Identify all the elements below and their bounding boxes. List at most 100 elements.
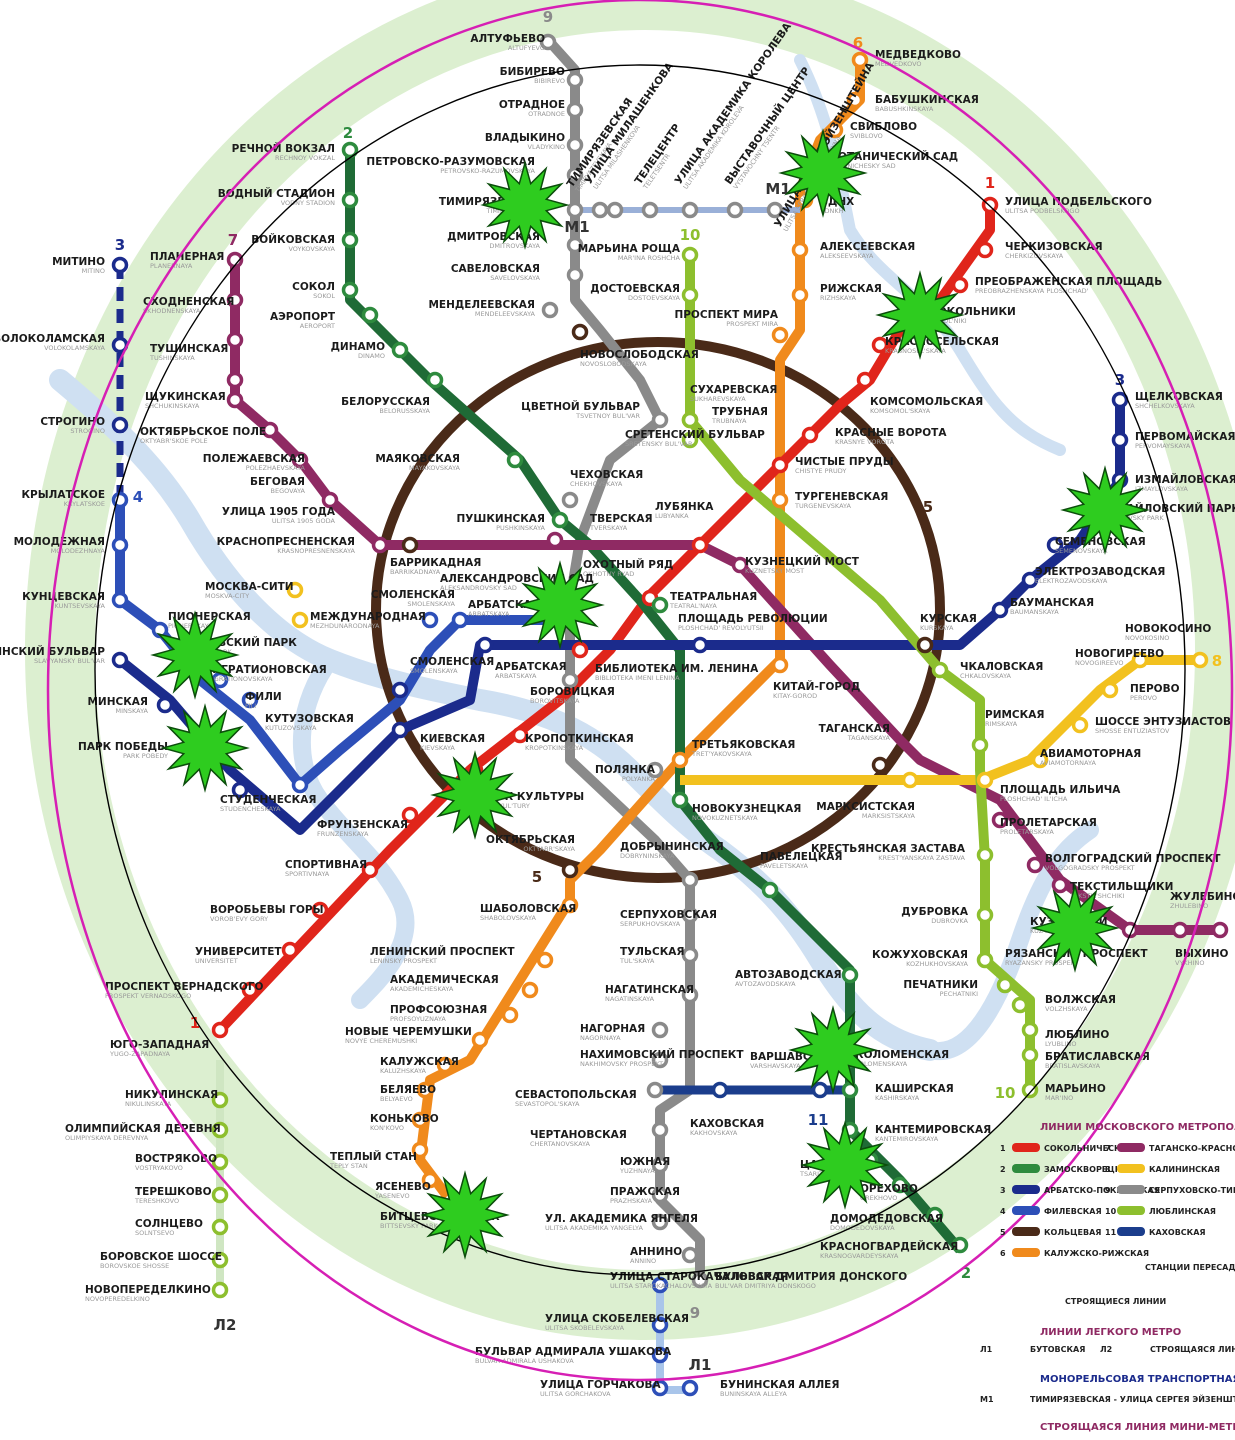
station-dot-baumanskaya (991, 601, 1009, 619)
station-sublabel-yuzhnaya: YUZHNAYA (619, 1167, 655, 1175)
station-sublabel-novokosino: NOVOKOSINO (1125, 634, 1169, 642)
station-label-park_pobedy: ПАРК ПОБЕДЫ (78, 741, 168, 753)
station-label-ploshchad_rev: ПЛОЩАДЬ РЕВОЛЮЦИИ (678, 613, 828, 625)
station-label-sviblovo: СВИБЛОВО (850, 121, 917, 133)
station-sublabel-nikulinskaya: NIKULINSKAYA (125, 1100, 172, 1108)
station-dot-starokachalovskaya (651, 1276, 669, 1294)
station-label-vostryakovo: ВОСТРЯКОВО (135, 1153, 217, 1165)
legend-swatch-9 (1117, 1185, 1145, 1194)
station-dot-tsvetnoy (651, 411, 669, 429)
station-dot-slavyansky (111, 651, 129, 669)
line-number-n4: 4 (133, 488, 143, 506)
station-label-dmitriya_donskogo: БУЛЬВАР ДМИТРИЯ ДОНСКОГО (715, 1271, 907, 1283)
station-sublabel-studencheskaya: STUDENCHESKAYA (220, 805, 281, 813)
station-label-krasnopresnenskaya: КРАСНОПРЕСНЕНСКАЯ (217, 536, 355, 548)
station-dot-borovskoe (211, 1251, 229, 1269)
station-sublabel-vorobyovy: VOROB'EVY GORY (210, 915, 268, 923)
station-label-savelovskaya: САВЕЛОВСКАЯ (451, 263, 540, 275)
station-sublabel-olimpiyskaya: OLIMPIYSKAYA DEREVNYA (65, 1134, 149, 1142)
station-label-arbatskaya2: АРБАТСКАЯ (495, 661, 567, 673)
station-sublabel-arbatskaya2: ARBATSKAYA (495, 672, 537, 680)
station-dot-krasnopresnenskaya (371, 536, 389, 554)
legend-l2-label: Л2 (1100, 1345, 1112, 1354)
legend-swatch-11 (1117, 1227, 1145, 1236)
station-label-dubrovka: ДУБРОВКА (901, 906, 969, 918)
station-dot-arbatskaya1 (451, 611, 469, 629)
station-dot-strogino (111, 416, 129, 434)
station-sublabel-nagornaya: NAGORNAYA (580, 1034, 621, 1042)
line-7 (230, 260, 1220, 935)
station-dot-dmitrovskaya (566, 236, 584, 254)
station-dot-volzhskaya (1011, 996, 1029, 1014)
station-dot-aeroport (361, 306, 379, 324)
station-sublabel-vodny: VODNY STADION (281, 199, 335, 207)
station-sublabel-frunzenskaya: FRUNZENSKAYA (317, 830, 369, 838)
legend-monorail: МОНОРЕЛЬСОВАЯ ТРАНСПОРТНАЯ СИСТЕМА (1040, 1374, 1235, 1385)
station-dot-sretensky (681, 431, 699, 449)
station-sublabel-elektrozavodskaya: ELEKTROZAVODSKAYA (1035, 577, 1108, 585)
station-dot-maryino (1021, 1081, 1039, 1099)
station-label-arbatskaya1: АРБАТСКАЯ (468, 599, 540, 611)
station-dot-sokol (341, 281, 359, 299)
station-label-universitet: УНИВЕРСИТЕТ (195, 946, 282, 958)
station-dot-studencheskaya (231, 781, 249, 799)
station-sublabel-entuziastov: SHOSSE ENTUZIASTOV (1095, 727, 1170, 735)
legend-num-9: 9 (1105, 1186, 1111, 1195)
station-label-sukharevskaya: СУХАРЕВСКАЯ (690, 384, 777, 396)
station-dot-skhodnenskaya (226, 291, 244, 309)
station-dot-voykovskaya (341, 231, 359, 249)
station-dot-oktyabrskaya (561, 861, 579, 879)
station-sublabel-oktyabrskoe: OKTYABR'SKOE POLE (140, 437, 208, 445)
station-label-podbelskogo: УЛИЦА ПОДБЕЛЬСКОГО (1005, 196, 1152, 208)
station-label-pionerskaya: ПИОНЕРСКАЯ (168, 611, 251, 623)
station-dot-sviblovo (826, 121, 844, 139)
station-dot-oktyabrskoe (226, 391, 244, 409)
station-label-nagatinskaya: НАГАТИНСКАЯ (605, 984, 694, 996)
station-sublabel-novogireevo: NOVOGIREEVO (1075, 659, 1123, 667)
station-sublabel-vladykino: VLADYKINO (528, 143, 565, 151)
station-label-chertanovskaya: ЧЕРТАНОВСКАЯ (530, 1129, 627, 1141)
station-sublabel-sretensky: SRETENSKY BUL'VAR (625, 440, 693, 448)
line-number-n2b: 2 (961, 1264, 971, 1282)
station-dot-domodedovskaya (926, 1206, 944, 1224)
station-sublabel-tereshkovo: TERESHKOVO (134, 1197, 179, 1205)
station-label-slavyansky: СЛАВЯНСКИЙ БУЛЬВАР (0, 645, 105, 658)
station-sublabel-starokachalovskaya: ULITSA STAROKACHALOVSKAYA (610, 1282, 713, 1290)
station-sublabel-park_pobedy: PARK POBEDY (123, 752, 168, 760)
station-sublabel-barrikadnaya: BARRIKADNAYA (390, 568, 441, 576)
station-label-tverskaya: ТВЕРСКАЯ (590, 513, 653, 525)
station-sublabel-chertanovskaya: CHERTANOVSKAYA (530, 1140, 590, 1148)
station-dot-novoperedelkino (211, 1281, 229, 1299)
station-dot-mitino (111, 256, 129, 274)
station-sublabel-novokuznetskaya: NOVOKUZNETSKAYA (692, 814, 758, 822)
station-sublabel-trubnaya: TRUBNAYA (711, 417, 747, 425)
line-number-n1b: 1 (190, 1014, 200, 1032)
station-label-petrovsko: ПЕТРОВСКО-РАЗУМОВСКАЯ (366, 156, 535, 168)
station-label-turgenevskaya: ТУРГЕНЕВСКАЯ (795, 491, 888, 503)
station-label-rimskaya: РИМСКАЯ (985, 709, 1044, 721)
station-label-teatralnaya: ТЕАТРАЛЬНАЯ (670, 591, 757, 603)
station-sublabel-kolomenskaya: KOLOMENSKAYA (855, 1060, 908, 1068)
station-label-moskva_city: МОСКВА-СИТИ (205, 581, 294, 593)
station-label-mayakovskaya: МАЯКОВСКАЯ (375, 453, 460, 465)
station-sublabel-avtozavodskaya: AVTOZAVODSKAYA (735, 980, 796, 988)
station-sublabel-leninsky: LENINSKY PROSPEKT (370, 957, 437, 965)
station-sublabel-botanichesky: BOTANICHESKY SAD (830, 162, 896, 170)
station-dot-belorusskaya (426, 371, 444, 389)
station-dot-vykhino (1211, 921, 1229, 939)
station-dot-savelovskaya (566, 266, 584, 284)
station-label-nagornaya: НАГОРНАЯ (580, 1023, 645, 1035)
station-sublabel-pervomayskaya: PERVOMAYSKAYA (1135, 442, 1191, 450)
station-label-leninsky: ЛЕНИНСКИЙ ПРОСПЕКТ (370, 945, 515, 958)
star-marker-4 (1060, 465, 1150, 555)
station-dot-chkalovskaya (931, 661, 949, 679)
station-sublabel-dmitriya_donskogo: BUL'VAR DMITRIYA DONSKOGO (715, 1282, 816, 1290)
station-sublabel-krasnopresnenskaya: KRASNOPRESNENSKAYA (277, 547, 355, 555)
station-dot-pervomayskaya (1111, 431, 1129, 449)
station-dot-ushakova (651, 1346, 669, 1364)
star-markers (150, 128, 1150, 1260)
station-sublabel-sviblovo: SVIBLOVO (850, 132, 883, 140)
legend-num-10: 10 (1105, 1207, 1117, 1216)
station-label-buninskaya: БУНИНСКАЯ АЛЛЕЯ (720, 1379, 839, 1391)
station-label-volokolamskaya: ВОЛОКОЛАМСКАЯ (0, 333, 105, 345)
